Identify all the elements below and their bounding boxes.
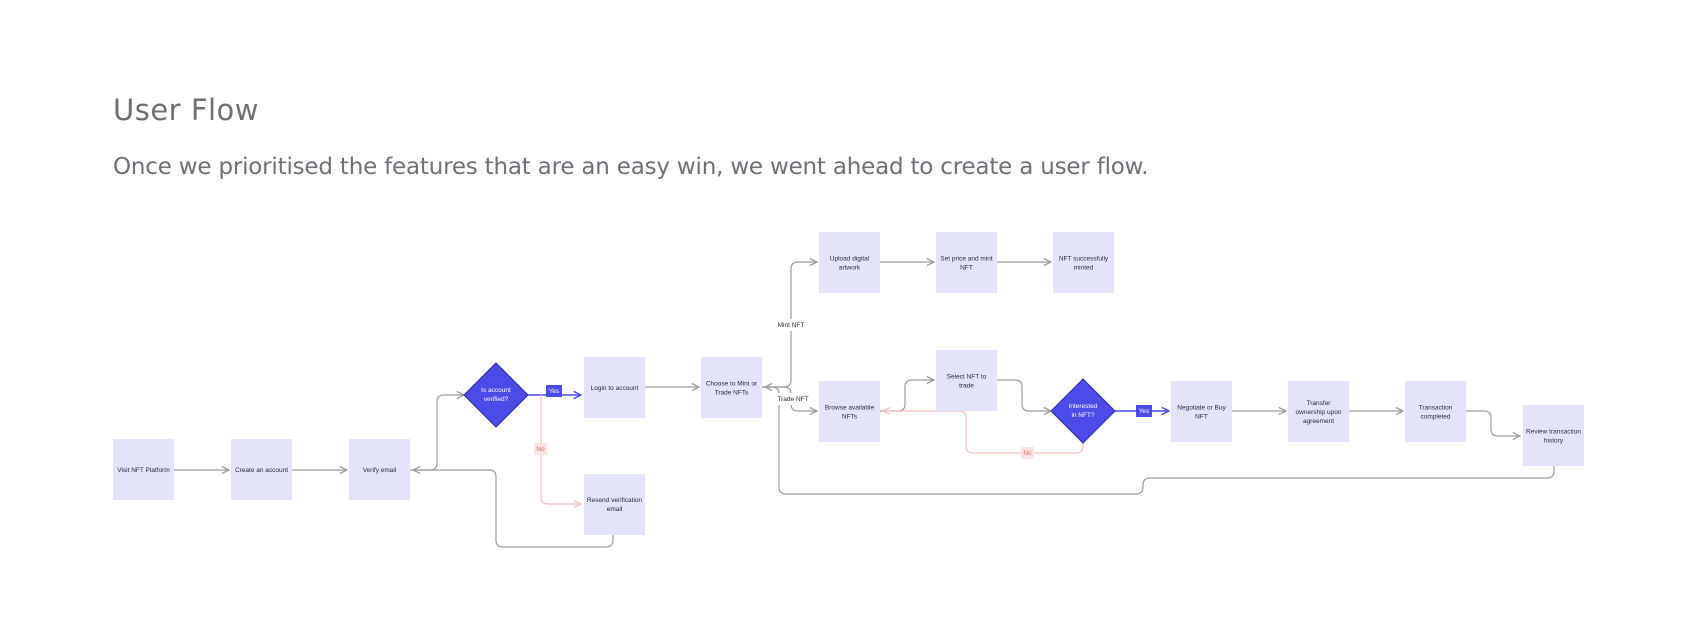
node-label: Create an account — [235, 467, 288, 474]
node-label-line-2: history — [1544, 438, 1564, 445]
yes-badge-verified: Yes — [546, 385, 562, 397]
edge-resend-verify — [413, 470, 614, 548]
decision-is-account-verified: Is account verified? — [463, 362, 529, 428]
decision-label-line-1: Interested — [1069, 403, 1098, 410]
node-label-line-2: NFT — [1195, 414, 1208, 421]
node-nft-successfully-minted: NFT successfully minted — [1053, 232, 1114, 293]
node-label: Verify email — [363, 467, 397, 474]
node-label-line-1: Select NFT to — [947, 374, 987, 381]
node-label-line-1: Upload digital — [830, 256, 870, 263]
node-transaction-completed: Transaction completed — [1405, 381, 1466, 442]
edge-labels: Yes No Mint NFT Trade NFT Yes No — [534, 319, 1152, 459]
edge-review-choose-loop — [765, 387, 1555, 495]
node-visit-nft-platform: Visit NFT Platform — [113, 439, 174, 500]
node-label-line-1: Choose to Mint or — [706, 381, 758, 388]
node-browse-available-nfts: Browse available NFTs — [819, 381, 880, 442]
node-label-line-1: Transfer — [1307, 400, 1332, 407]
node-label-line-1: NFT successfully — [1059, 256, 1109, 263]
node-label-line-2: completed — [1421, 414, 1451, 421]
mint-nft-label: Mint NFT — [778, 322, 805, 329]
label-trade-nft: Trade NFT — [775, 393, 811, 405]
node-set-price-and-mint: Set price and mint NFT — [936, 232, 997, 293]
node-label-line-1: Review transaction — [1526, 429, 1581, 436]
no-label: No — [536, 446, 545, 453]
node-upload-digital-artwork: Upload digital artwork — [819, 232, 880, 293]
edge-verify-decision — [410, 395, 464, 471]
node-login-to-account: Login to account — [584, 357, 645, 418]
node-label-line-2: ownership upon — [1296, 409, 1342, 416]
trade-nft-label: Trade NFT — [777, 396, 808, 403]
node-label-line-2: Trade NFTs — [715, 390, 749, 397]
no-label: No — [1023, 450, 1032, 457]
edge-decision-resend-no — [540, 395, 581, 504]
node-resend-verification-email: Resend verification email — [584, 474, 645, 535]
node-label-line-2: NFTs — [842, 414, 858, 421]
node-label-line-2: NFT — [960, 265, 973, 272]
edge-browse-select — [880, 380, 934, 412]
edge-select-interested — [997, 379, 1051, 411]
node-label: Login to account — [591, 385, 639, 392]
node-label-line-1: Resend verification — [587, 497, 643, 504]
yes-label: Yes — [549, 388, 560, 395]
node-transfer-ownership: Transfer ownership upon agreement — [1288, 381, 1349, 442]
yes-badge-interested: Yes — [1136, 405, 1152, 417]
edge-interested-browse-no — [883, 411, 1084, 454]
node-create-account: Create an account — [231, 439, 292, 500]
node-label-line-3: agreement — [1303, 418, 1334, 425]
node-choose-mint-or-trade: Choose to Mint or Trade NFTs — [701, 357, 762, 418]
decision-interested-in-nft: Interested in NFT? — [1050, 378, 1116, 444]
edge-completed-review — [1466, 410, 1520, 436]
node-verify-email: Verify email — [349, 439, 410, 500]
label-mint-nft: Mint NFT — [774, 319, 808, 331]
node-label-line-1: Transaction — [1419, 405, 1453, 412]
node-label-line-2: email — [607, 506, 623, 513]
decision-label-line-1: Is account — [481, 387, 511, 394]
node-label-line-2: artwork — [839, 265, 861, 272]
node-select-nft-to-trade: Select NFT to trade — [936, 350, 997, 411]
node-label-line-1: Negotiate or Buy — [1177, 405, 1226, 412]
node-review-transaction-history: Review transaction history — [1523, 405, 1584, 466]
page-subtitle: Once we prioritised the features that ar… — [113, 154, 1149, 180]
decision-label-line-2: in NFT? — [1071, 412, 1095, 419]
node-label-line-2: minted — [1074, 265, 1094, 272]
no-badge-verified: No — [534, 443, 547, 455]
yes-label: Yes — [1139, 408, 1150, 415]
node-label-line-1: Set price and mint — [940, 256, 993, 263]
nodes: Visit NFT Platform Create an account Ver… — [113, 232, 1584, 535]
node-negotiate-or-buy: Negotiate or Buy NFT — [1171, 381, 1232, 442]
no-badge-interested: No — [1021, 447, 1034, 459]
node-label: Visit NFT Platform — [117, 467, 170, 474]
page-title: User Flow — [113, 93, 260, 127]
node-label-line-2: trade — [959, 383, 974, 390]
decision-label-line-2: verified? — [484, 396, 509, 403]
node-label-line-1: Browse available — [825, 405, 875, 412]
